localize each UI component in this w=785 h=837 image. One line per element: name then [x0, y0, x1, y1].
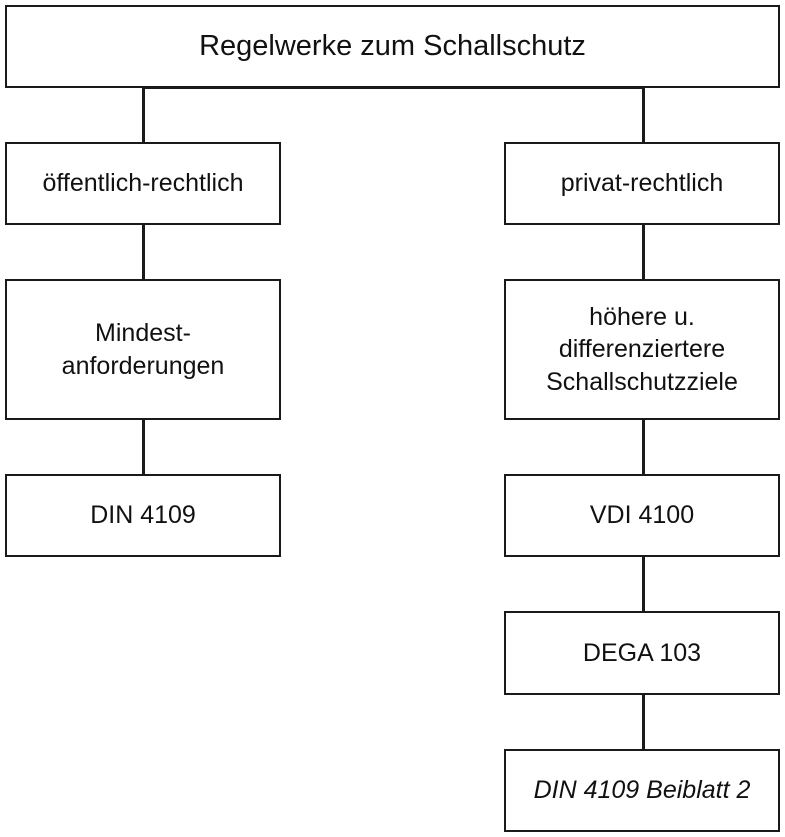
higher-goals-text: höhere u. differenziertere Schallschutzz…: [546, 301, 738, 399]
din-4109-beiblatt-2-label: DIN 4109 Beiblatt 2: [533, 776, 751, 805]
minimum-requirements-box: Mindest- anforderungen: [5, 279, 281, 420]
public-law-box: öffentlich-rechtlich: [5, 142, 281, 225]
din-4109-label: DIN 4109: [90, 501, 196, 530]
title-label: Regelwerke zum Schallschutz: [199, 29, 586, 62]
din-4109-beiblatt-2-box: DIN 4109 Beiblatt 2: [504, 749, 780, 832]
minimum-requirements-line2: anforderungen: [61, 351, 225, 380]
vdi-4100-box: VDI 4100: [504, 474, 780, 557]
higher-goals-line3: Schallschutzziele: [546, 367, 738, 396]
private-law-label: privat-rechtlich: [560, 169, 724, 198]
connector-title-left: [142, 86, 145, 142]
connector-title-right: [642, 86, 645, 142]
connector-right-4: [642, 694, 645, 750]
connector-right-3: [642, 556, 645, 612]
title-box: Regelwerke zum Schallschutz: [5, 5, 780, 88]
dega-103-label: DEGA 103: [582, 638, 702, 667]
din-4109-box: DIN 4109: [5, 474, 281, 557]
minimum-requirements-line1: Mindest-: [95, 319, 191, 347]
connector-right-1: [642, 224, 645, 280]
dega-103-box: DEGA 103: [504, 611, 780, 695]
vdi-4100-label: VDI 4100: [589, 501, 695, 530]
higher-goals-line1: höhere u.: [589, 302, 695, 331]
connector-left-2: [142, 419, 145, 475]
public-law-label: öffentlich-rechtlich: [42, 169, 244, 198]
higher-goals-line2: differenziertere: [558, 335, 726, 364]
connector-right-2: [642, 419, 645, 475]
private-law-box: privat-rechtlich: [504, 142, 780, 225]
connector-left-1: [142, 224, 145, 280]
minimum-requirements-text: Mindest- anforderungen: [62, 317, 225, 382]
higher-goals-box: höhere u. differenziertere Schallschutzz…: [504, 279, 780, 420]
